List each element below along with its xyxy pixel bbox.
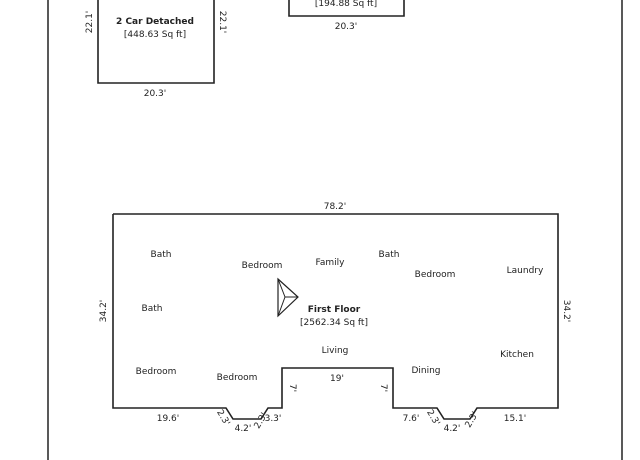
room-label-bath: Bath: [151, 250, 172, 260]
first-floor-outline: [112, 213, 559, 420]
top-structure-dim-bottom: 20.3': [335, 22, 358, 32]
garage-dim-bottom: 20.3': [144, 89, 167, 99]
first-floor-title: First Floor: [308, 305, 361, 315]
room-label-bedroom: Bedroom: [217, 373, 258, 383]
garage-area: [448.63 Sq ft]: [124, 30, 186, 40]
room-label-laundry: Laundry: [507, 266, 544, 276]
room-label-family: Family: [316, 258, 346, 268]
dim-recess-left-depth: 7': [287, 384, 297, 392]
garage-dim-right: 22.1': [217, 11, 227, 34]
room-label-dining: Dining: [411, 366, 440, 376]
garage-title: 2 Car Detached: [116, 17, 194, 27]
room-label-bath: Bath: [142, 304, 163, 314]
dim-mid-right: 7.6': [403, 414, 420, 424]
dim-recess-right-depth: 7': [378, 384, 388, 392]
top-structure-area: [194.88 Sq ft]: [315, 0, 377, 9]
dim-after-notch1: 3.3': [265, 414, 282, 424]
room-label-bedroom: Bedroom: [136, 367, 177, 377]
garage-dim-left: 22.1': [85, 11, 95, 34]
garage-outline: [97, 0, 215, 84]
dim-left: 34.2': [99, 300, 109, 323]
dim-notch1-bottom: 4.2': [235, 424, 252, 434]
dim-notch2-right: 2.3': [464, 410, 481, 430]
room-label-living: Living: [322, 346, 349, 356]
first-floor-area: [2562.34 Sq ft]: [300, 318, 368, 328]
room-label-bedroom: Bedroom: [415, 270, 456, 280]
dim-right: 34.2': [561, 300, 571, 323]
entry-arrow-icon: [277, 277, 299, 318]
dim-recess-width: 19': [330, 374, 344, 384]
dim-bottom-left: 19.6': [157, 414, 180, 424]
room-label-bedroom: Bedroom: [242, 261, 283, 271]
room-label-kitchen: Kitchen: [500, 350, 534, 360]
dim-top: 78.2': [324, 202, 347, 212]
room-label-bath: Bath: [379, 250, 400, 260]
top-structure-outline: [288, 0, 405, 17]
dim-bottom-right: 15.1': [504, 414, 527, 424]
dim-notch2-bottom: 4.2': [444, 424, 461, 434]
